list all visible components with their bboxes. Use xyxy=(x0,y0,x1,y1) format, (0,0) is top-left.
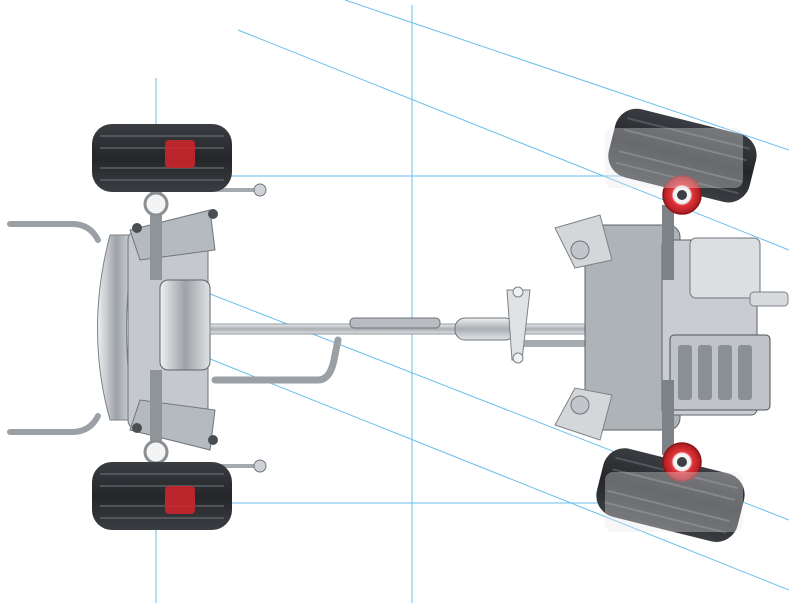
center-bearing xyxy=(349,317,441,329)
engine-cylinders xyxy=(678,345,752,400)
rear-tire-bottom xyxy=(92,462,232,530)
diagonal-guide-1 xyxy=(344,0,789,151)
rear-hub-top xyxy=(143,191,169,217)
rear-hub-bottom xyxy=(143,439,169,465)
front-wheel-well-top-shadow xyxy=(605,128,743,188)
rear-half-shaft-bottom xyxy=(150,370,162,460)
exhaust-pipe xyxy=(211,336,342,384)
front-steering-link-top xyxy=(662,205,674,280)
rear-axle-assembly xyxy=(7,183,267,473)
rear-tie-rod-end-bottom xyxy=(253,459,267,473)
diagonal-guide-4 xyxy=(199,354,789,591)
rear-tire-top xyxy=(92,124,232,192)
transmission xyxy=(689,237,761,299)
front-strut-mount-top xyxy=(662,175,702,215)
front-steering-link-bottom xyxy=(662,380,674,455)
front-wheel-well-bottom-shadow xyxy=(605,472,743,532)
front-strut-mount-bottom xyxy=(662,442,702,482)
diagonal-guide-2 xyxy=(237,29,789,251)
tow-hook-bottom xyxy=(7,413,101,435)
exhaust-muffler xyxy=(454,317,516,341)
rear-differential xyxy=(159,279,211,371)
engine-mount-arm xyxy=(749,291,789,307)
front-axle-assembly xyxy=(554,205,789,455)
rear-tie-rod-end-top xyxy=(253,183,267,197)
tow-hook-top xyxy=(7,221,101,243)
rear-mount-bolts xyxy=(132,209,218,445)
front-tire-top xyxy=(608,108,757,203)
front-tire-bottom xyxy=(596,448,745,542)
front-subframe-wing-bottom xyxy=(554,387,613,441)
